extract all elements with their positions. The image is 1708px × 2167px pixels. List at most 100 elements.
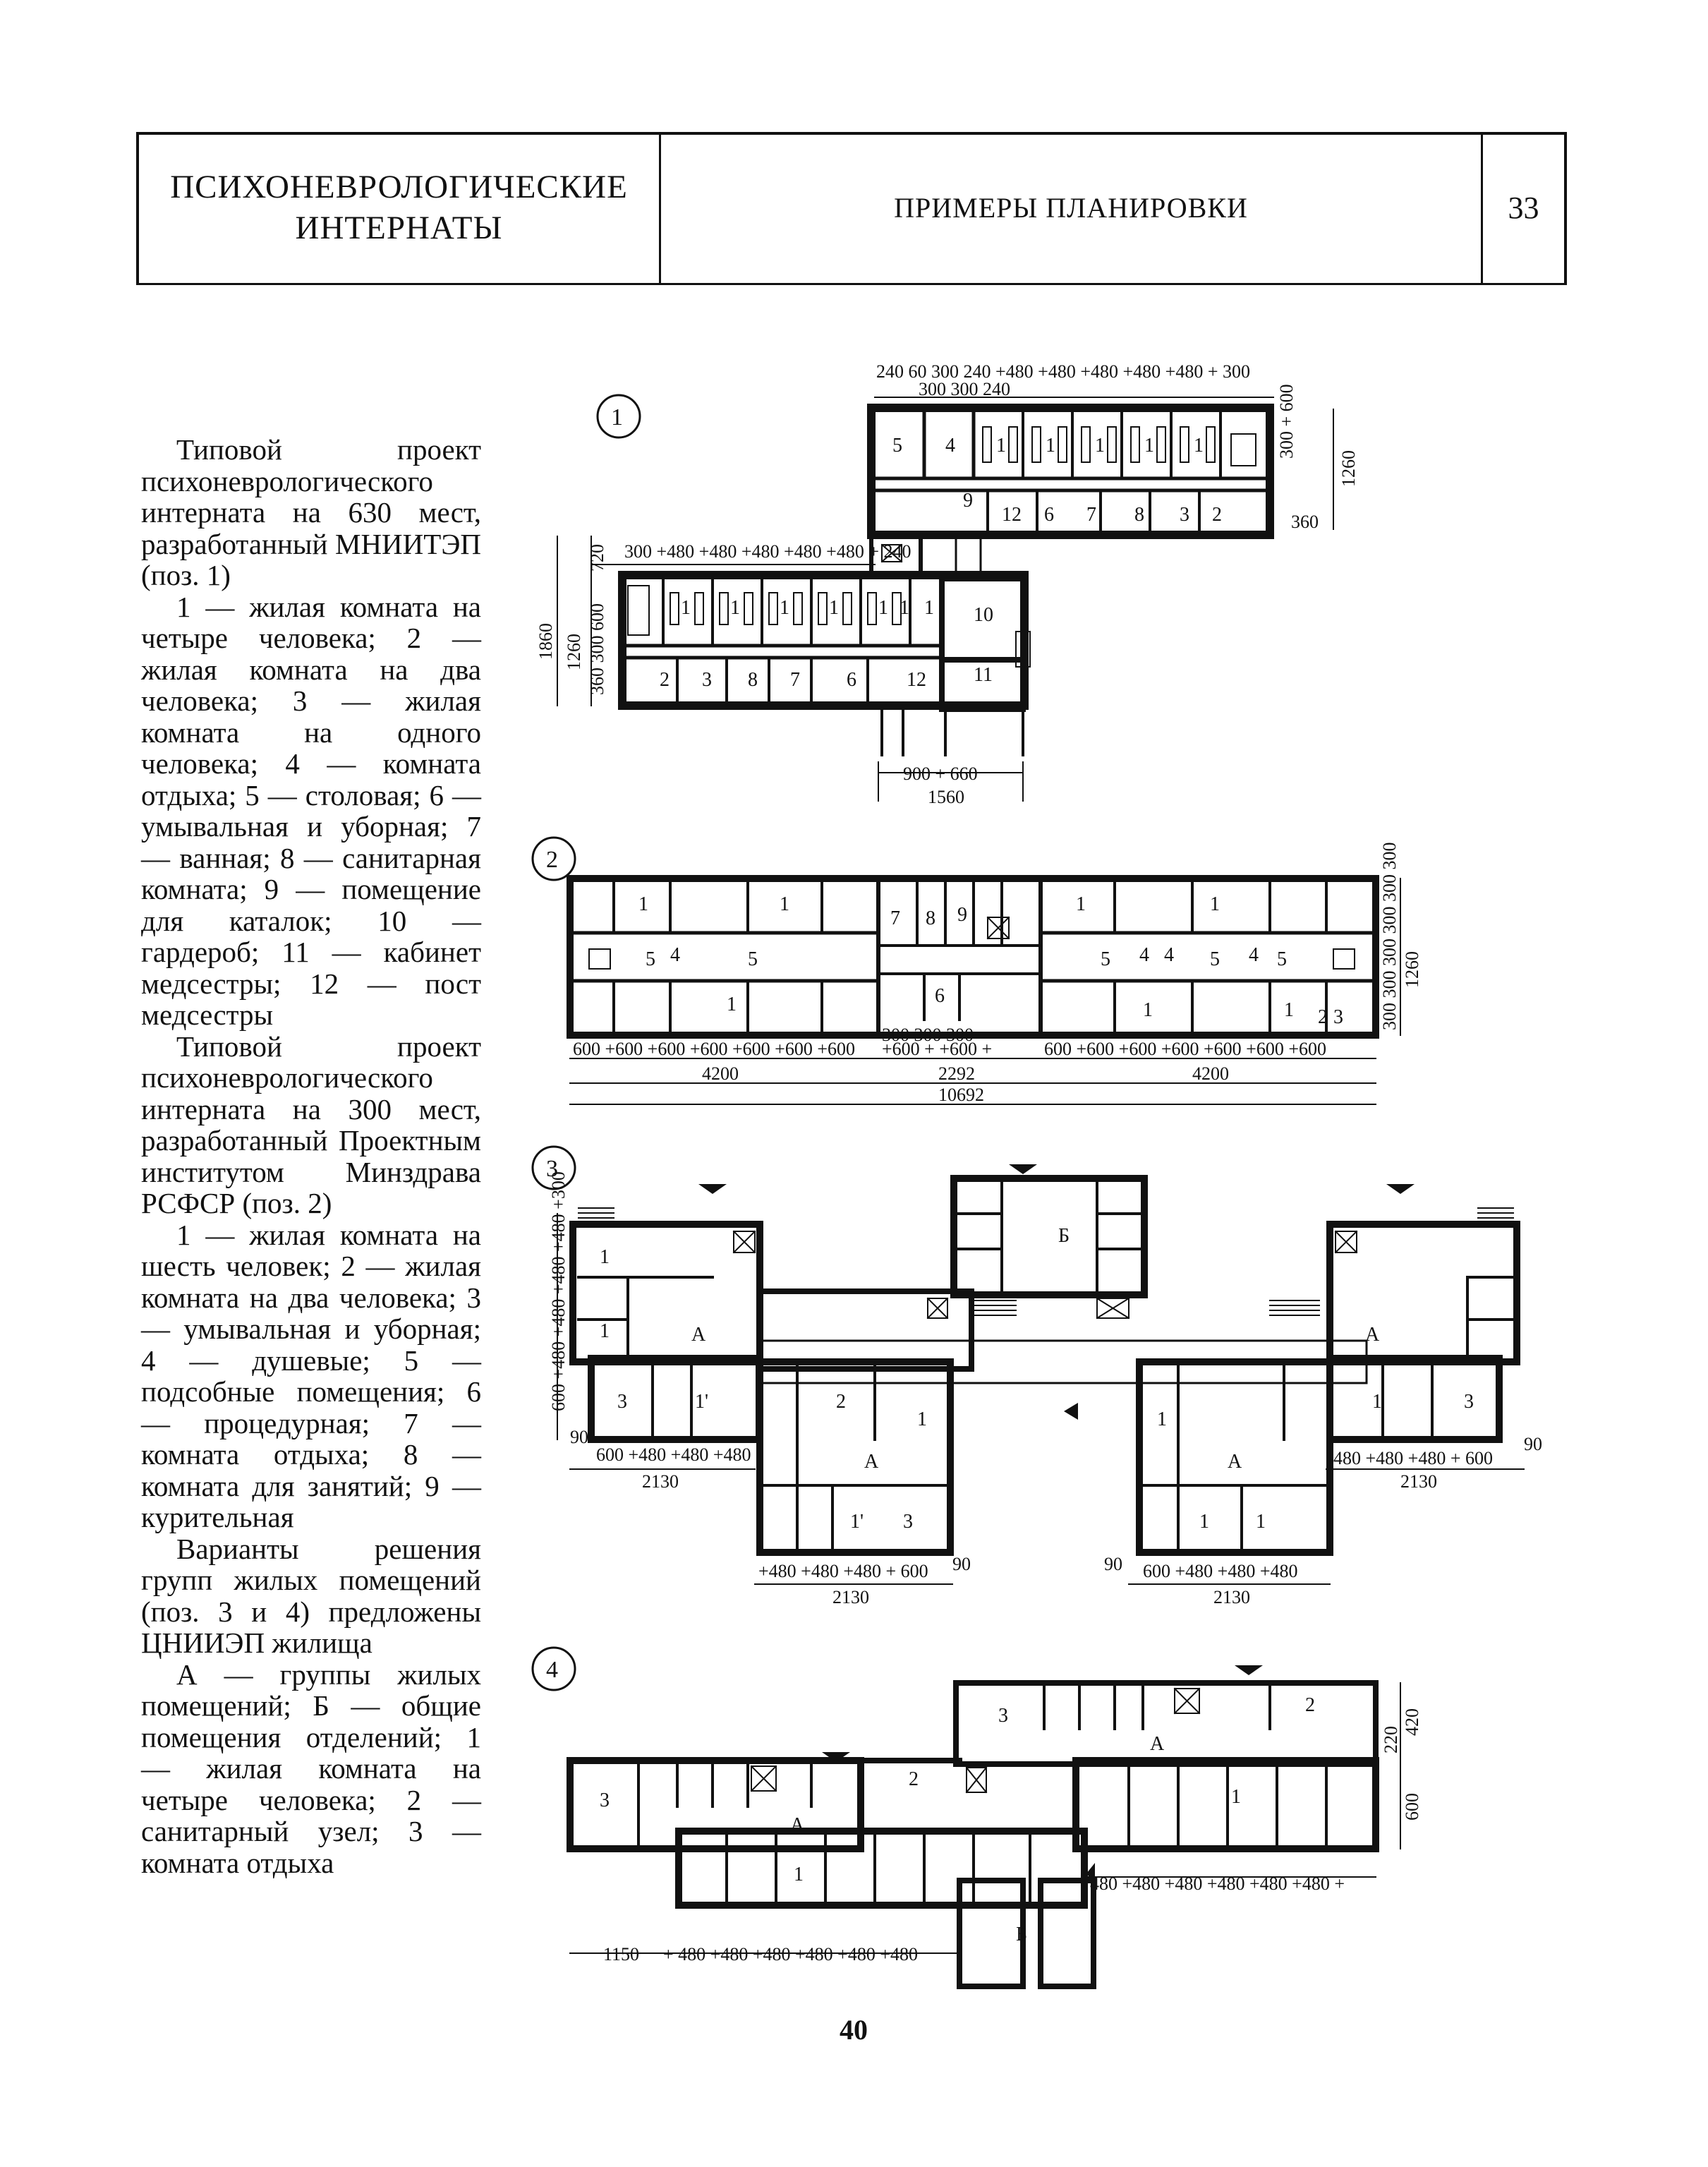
room-label: 7	[1086, 504, 1096, 526]
plan-3-dim-left-v: 600 +480 +480 +480 +480 +300	[548, 1171, 569, 1411]
room-label: 5	[1101, 948, 1110, 970]
room-label: 8	[926, 907, 935, 929]
plan-4-dim-right-v3: 600	[1402, 1793, 1422, 1821]
room-label: 1	[829, 597, 839, 619]
plan-1-dim-left-v3: 1260	[564, 634, 584, 670]
room-label: 6	[935, 985, 945, 1007]
section-title-line2: ИНТЕРНАТЫ	[295, 210, 503, 246]
room-label: 3	[600, 1789, 610, 1811]
room-label: 3	[903, 1511, 913, 1533]
room-label: 1	[1144, 435, 1154, 457]
room-label: А	[1228, 1451, 1242, 1473]
plan-3-dim-right: 480 +480 +480 + 600	[1333, 1448, 1493, 1468]
room-label: 3	[1333, 1006, 1343, 1028]
header-page-number: 33	[1508, 190, 1539, 225]
room-label: 3	[702, 669, 712, 691]
section-title: ПСИХОНЕВРОЛОГИЧЕСКИЕ ИНТЕРНАТЫ	[139, 132, 659, 283]
room-label: 12	[1002, 504, 1022, 526]
plan-1-dim-bottom: 900 + 660	[903, 763, 978, 784]
room-label: А	[864, 1451, 879, 1473]
legend-plans-3-4: А — группы жилых помещений; Б — общие по…	[141, 1658, 481, 1879]
plan-3-dim-mid-right-a: 90	[1104, 1554, 1122, 1574]
plan-2-dim-total-mid: 2292	[938, 1063, 975, 1084]
plan-3	[531, 1145, 1525, 1585]
plan-2-dim-total: 10692	[938, 1085, 984, 1105]
room-label: 8	[748, 669, 758, 691]
plan-1-dim-top: 240 60 300 240 +480 +480 +480 +480 +480 …	[876, 361, 1250, 382]
room-label: 8	[1134, 504, 1144, 526]
plan-3-dim-mid-left-a: 90	[952, 1554, 971, 1574]
plan-3-labels: 3 600 +480 +480 +480 +480 +300 90 600 +4…	[546, 1156, 1542, 1607]
plan-1	[557, 394, 1334, 802]
room-label: 4	[670, 944, 680, 966]
page-number-footer: 40	[840, 2014, 868, 2046]
room-label: 3	[1464, 1391, 1474, 1413]
room-label: 2	[1318, 1006, 1328, 1028]
room-label: 1	[900, 597, 909, 619]
plan-3-dim-mid-right: 600 +480 +480 +480	[1143, 1561, 1298, 1581]
plan-1-badge-circle	[596, 394, 641, 439]
plan-3-dim-left-b: 600 +480 +480 +480	[596, 1444, 751, 1465]
room-label: 1'	[850, 1511, 864, 1533]
room-label: 1	[681, 597, 691, 619]
plan-2-badge-circle	[531, 836, 576, 881]
room-label: Б	[1016, 1924, 1027, 1945]
room-label: 5	[748, 948, 758, 970]
room-label: 3	[1180, 504, 1189, 526]
plan-4-badge: 4	[546, 1657, 558, 1683]
plan-1-dim-right-total: 1260	[1338, 450, 1359, 487]
plan-1-dim-top-sub: 300 300 240	[919, 379, 1010, 399]
room-label: 1	[638, 893, 648, 915]
plan-1-dim-bottom-total: 1560	[928, 787, 964, 807]
room-label: 10	[974, 604, 993, 626]
plan-3-badge-circle	[531, 1145, 576, 1190]
room-label: 5	[1210, 948, 1220, 970]
plan-3-dim-right-a: 90	[1524, 1434, 1542, 1454]
room-label: 2	[1305, 1694, 1315, 1716]
room-label: 1	[727, 994, 737, 1015]
room-label: 2	[660, 669, 670, 691]
plan-3-dim-right-total: 2130	[1400, 1471, 1437, 1492]
room-label: 9	[957, 904, 967, 926]
room-label: 4	[1139, 944, 1149, 966]
topic-title: ПРИМЕРЫ ПЛАНИРОВКИ	[894, 191, 1248, 224]
room-label: 3	[617, 1391, 627, 1413]
room-label: 1	[1194, 435, 1204, 457]
plan-2-dim-mid: +600 + +600 +	[882, 1039, 992, 1059]
plan-3-dim-mid-left-total: 2130	[832, 1587, 869, 1607]
plan-1-labels: 1 240 60 300 240 +480 +480 +480 +480 +48…	[535, 361, 1359, 807]
plan-3-badge: 3	[546, 1156, 558, 1182]
plan-2-dim-right-total: 1260	[1402, 951, 1422, 988]
room-label: 1	[1231, 1786, 1241, 1808]
plan-3-dim-left-a: 90	[570, 1427, 588, 1447]
room-label: 1	[1143, 999, 1153, 1021]
room-label: Б	[1058, 1225, 1070, 1247]
plan-3-dim-mid-right-total: 2130	[1213, 1587, 1250, 1607]
plan-2-dim-right: 600 +600 +600 +600 +600 +600 +600	[1044, 1039, 1326, 1059]
room-label: А	[790, 1814, 805, 1836]
header-divider-right	[1481, 132, 1483, 283]
room-label: А	[1365, 1324, 1380, 1346]
plan-4	[531, 1646, 1401, 1989]
room-label: А	[691, 1324, 706, 1346]
room-label: 1	[1076, 893, 1086, 915]
room-label: 1	[917, 1408, 927, 1430]
room-label: 9	[963, 490, 973, 512]
plan-1-upper-wing	[867, 404, 1274, 539]
page-header: ПСИХОНЕВРОЛОГИЧЕСКИЕ ИНТЕРНАТЫ ПРИМЕРЫ П…	[136, 132, 1567, 285]
room-label: 1	[1046, 435, 1055, 457]
plan-2-outline	[567, 875, 1379, 1039]
caption-variants: Варианты решения групп жилых помещений (…	[141, 1532, 481, 1659]
room-label: 1	[600, 1320, 610, 1342]
plan-4-dim-bottom-b: + 480 +480 +480 +480 +480 +480	[663, 1944, 918, 1964]
room-label: 1	[600, 1246, 610, 1268]
plan-1-dim-left-v2: 360 300 600	[587, 603, 607, 695]
room-label: 1	[780, 893, 789, 915]
plan-3-dim-left-total: 2130	[642, 1471, 679, 1492]
room-label: 4	[945, 435, 955, 457]
room-label: А	[1150, 1733, 1165, 1755]
room-label: 1	[1210, 893, 1220, 915]
room-label: 5	[646, 948, 655, 970]
plan-2-dim-mid-top: 300 300 300	[882, 1025, 974, 1045]
plan-1-dim-left-top: 300 +480 +480 +480 +480 +480 + 240	[624, 541, 911, 562]
